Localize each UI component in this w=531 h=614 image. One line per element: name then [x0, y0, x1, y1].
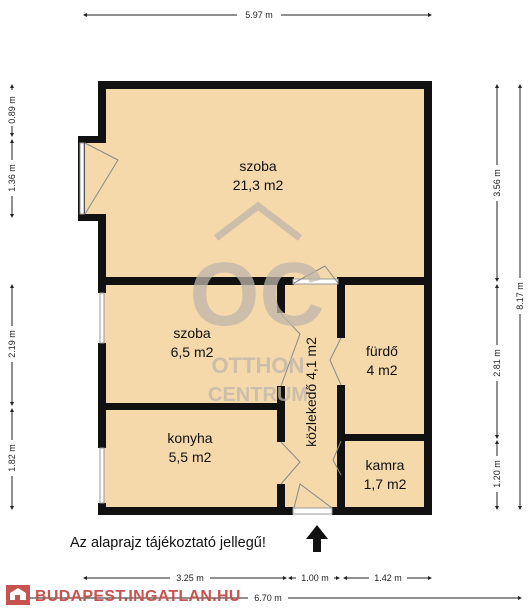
dim-right-2: 2.81 m — [492, 349, 502, 377]
dim-right-1: 3.56 m — [492, 169, 502, 197]
room-szoba-large-area: 21,3 m2 — [233, 177, 284, 193]
dim-left-4: 1.82 m — [7, 444, 17, 472]
room-konyha-area: 5,5 m2 — [169, 449, 212, 465]
dim-left-1: 0.89 m — [7, 96, 17, 124]
dim-bottom-total: 6.70 m — [254, 593, 282, 603]
room-furdo-name: fürdő — [366, 343, 398, 359]
room-konyha-name: konyha — [167, 430, 212, 446]
watermark-line2: CENTRUM — [208, 384, 308, 406]
door-swing-furdo — [329, 337, 342, 386]
door-swing-corridor — [293, 265, 326, 284]
door-swing-konyha — [280, 441, 301, 485]
window-swing — [84, 159, 119, 215]
dim-right-3: 1.20 m — [492, 460, 502, 488]
dimension-labels: 5.97 m 0.89 m 1.36 m 2.19 m 1.82 m 3.56 … — [6, 9, 526, 604]
dim-left-3: 2.19 m — [7, 330, 17, 358]
room-szoba-large-name: szoba — [239, 158, 277, 174]
dim-bottom-1: 3.25 m — [176, 573, 204, 583]
door-swing-entrance — [293, 483, 333, 509]
walls — [78, 81, 432, 515]
windows — [79, 142, 339, 515]
room-kozlekedo-label: közlekedő 4,1 m2 — [303, 337, 319, 447]
room-szoba-small-name: szoba — [173, 325, 211, 341]
dim-top-width: 5.97 m — [245, 10, 273, 20]
watermark: OC OTTHON CENTRUM — [190, 201, 325, 406]
door-swing-szoba — [280, 313, 301, 387]
room-furdo-area: 4 m2 — [366, 362, 397, 378]
room-kamra-name: kamra — [366, 457, 405, 473]
watermark-letters: OC — [190, 245, 325, 345]
watermark-line1: OTTHON — [212, 353, 305, 378]
dim-bottom-2: 1.00 m — [301, 573, 329, 583]
room-labels: szoba 21,3 m2 szoba 6,5 m2 konyha 5,5 m2… — [167, 158, 406, 492]
dim-right-total: 8.17 m — [515, 282, 525, 310]
brand-logo: BUDAPEST.INGATLAN.HU — [6, 585, 241, 605]
room-szoba-small-area: 6,5 m2 — [171, 344, 214, 360]
entrance-arrow-icon — [306, 525, 328, 552]
dim-left-2: 1.36 m — [7, 164, 17, 192]
brand-text: BUDAPEST.INGATLAN.HU — [35, 588, 241, 605]
dim-bottom-3: 1.42 m — [374, 573, 402, 583]
disclaimer-notice: Az alaprajz tájékoztató jellegű! — [70, 535, 266, 551]
window-swing — [84, 142, 119, 161]
room-kamra-area: 1,7 m2 — [364, 476, 407, 492]
doors — [84, 142, 342, 509]
